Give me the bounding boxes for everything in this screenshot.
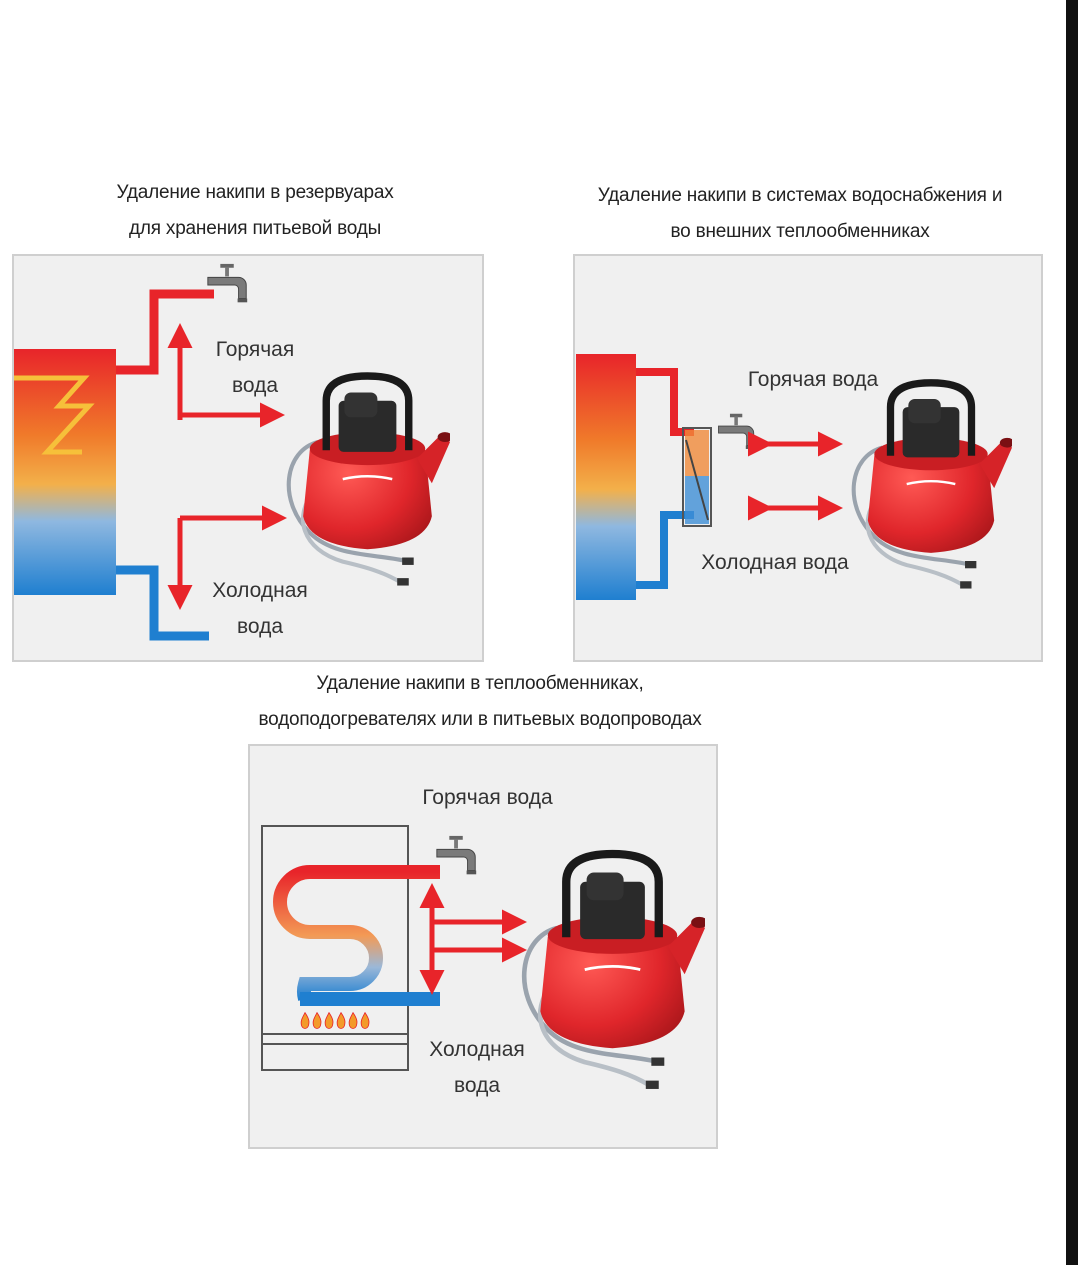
diagram-3-graphics [261, 825, 708, 1089]
pump-icon [854, 383, 1015, 589]
storage-tank [14, 349, 116, 595]
diagram-1-graphics [14, 263, 453, 641]
boiler-tank [576, 354, 636, 600]
pump-icon [289, 376, 453, 586]
diagram-2-graphics [576, 354, 1014, 600]
diagram-1-cold-label: Холодная вода [212, 579, 308, 638]
heater-coil [273, 865, 440, 1001]
diagram-2-title: Удаление накипи в системах водоснабжения… [597, 185, 1003, 242]
water-heater-outline [261, 825, 409, 1071]
diagram-1-title: Удаление накипи в резервуарах для хранен… [116, 182, 394, 239]
diagram-1-hot-label: Горячая вода [215, 338, 295, 397]
heat-exchanger-icon [682, 427, 712, 527]
diagram-2-cold-label: Холодная вода [701, 551, 849, 574]
diagram-3-title: Удаление накипи в теплообменниках, водоп… [258, 673, 702, 730]
tap-icon [436, 835, 477, 875]
diagram-2-hot-label: Горячая вода [747, 368, 879, 391]
heating-element-icon [14, 375, 95, 455]
diagram-3-hot-label: Горячая вода [422, 786, 553, 809]
flame-icon [300, 1012, 370, 1029]
diagram-3-cold-label: Холодная вода [429, 1038, 525, 1097]
pump-icon [524, 854, 708, 1089]
screen-edge [1066, 0, 1078, 1265]
tap-icon [718, 413, 756, 450]
